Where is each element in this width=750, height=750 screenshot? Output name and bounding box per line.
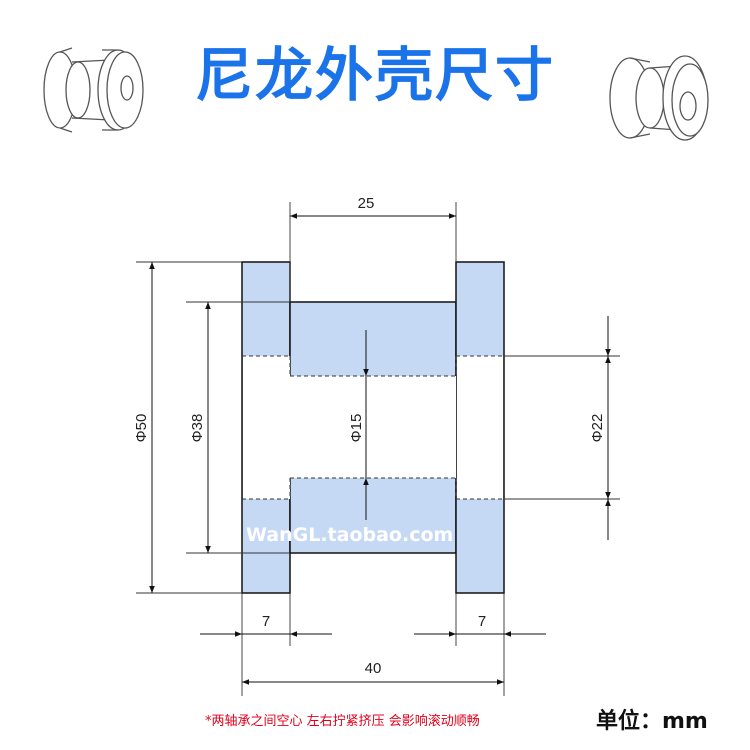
hub-bore bbox=[290, 376, 456, 478]
dim-flange-bore-diameter: Φ22 bbox=[589, 414, 606, 443]
dim-mid-diameter: Φ38 bbox=[189, 414, 206, 443]
dim-right-flange-width: 7 bbox=[478, 613, 486, 630]
watermark: WanGL.taobao.com bbox=[246, 524, 453, 546]
left-flange-bore bbox=[243, 356, 290, 499]
unit-label: 单位：mm bbox=[596, 709, 708, 734]
assembly-note: *两轴承之间空心 左右拧紧挤压 会影响滚动顺畅 bbox=[205, 714, 480, 729]
hidden-lines bbox=[242, 355, 504, 500]
spool-right-illustration bbox=[609, 55, 709, 141]
dim-outer-diameter: Φ50 bbox=[133, 414, 150, 443]
dim-bore-diameter: Φ15 bbox=[348, 414, 365, 443]
dim-top-width: 25 bbox=[358, 195, 375, 212]
page-title: 尼龙外壳尺寸 bbox=[194, 41, 555, 109]
extension-lines bbox=[136, 202, 620, 696]
spool-left-illustration bbox=[43, 47, 144, 133]
dim-total-width: 40 bbox=[365, 660, 382, 677]
dim-left-flange-width: 7 bbox=[262, 613, 270, 630]
dimension-lines bbox=[149, 213, 611, 685]
right-flange-bore bbox=[457, 356, 503, 499]
